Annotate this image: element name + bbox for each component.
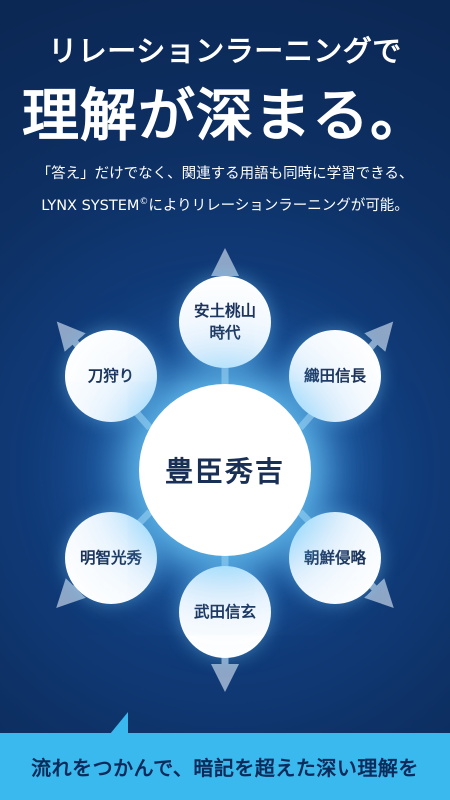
node-label: 明智光秀 [79,549,142,567]
headline-line1: リレーションラーニングで [48,34,402,68]
subtitle-line2-rest: によりリレーションラーニングが可能。 [148,198,409,214]
node-takeda-shingen: 武田信玄 [179,566,271,658]
center-node-label: 豊臣秀吉 [164,455,285,488]
headline-line2: 理解が深まる。 [22,83,428,149]
node-azuchi-momoyama: 安土桃山 時代 [179,276,271,368]
node-katanagari: 刀狩り [65,330,157,422]
subtitle-system-name: LYNX SYSTEM [41,198,140,214]
node-label: 刀狩り [87,367,135,385]
node-akechi-mitsuhide: 明智光秀 [65,512,157,604]
node-label: 武田信玄 [193,603,256,621]
node-label: 朝鮮侵略 [303,549,366,567]
node-oda-nobunaga: 織田信長 [289,330,381,422]
banner-speech-tail [110,712,128,734]
bottom-banner [0,733,450,800]
subtitle-line2: LYNX SYSTEM©によりリレーションラーニングが可能。 [0,194,450,215]
banner-text: 流れをつかんで、暗記を超えた深い理解を [31,756,419,780]
node-chosen-shinryaku: 朝鮮侵略 [289,512,381,604]
subtitle-copyright-mark: © [139,197,149,208]
subtitle-line1: 「答え」だけでなく、関連する用語も同時に学習できる、 [36,166,414,182]
node-toyotomi-hideyoshi: 豊臣秀吉 [139,384,311,556]
node-label: 安土桃山 時代 [193,302,256,342]
node-label: 織田信長 [303,367,366,385]
